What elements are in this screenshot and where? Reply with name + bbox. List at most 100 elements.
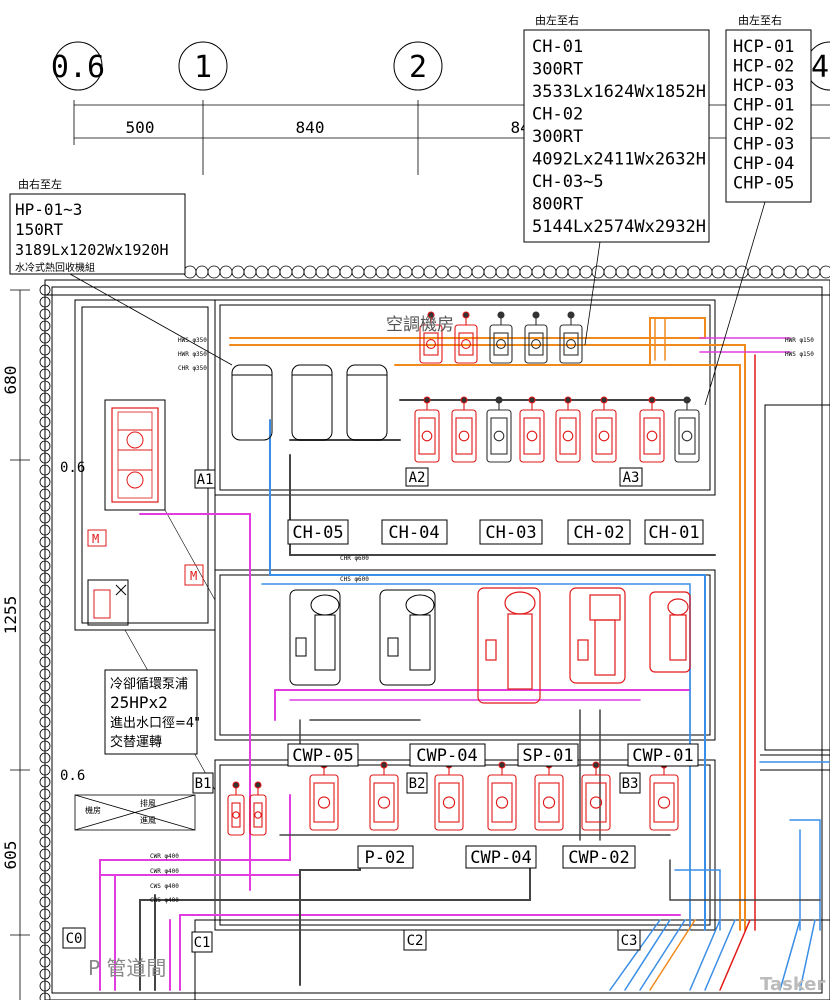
callout-heading: 由右至左 <box>18 177 62 191</box>
pump-unit <box>534 761 564 831</box>
grid-circle-2 <box>393 41 443 91</box>
heatpump-unit <box>346 364 388 441</box>
pump-unit <box>555 396 581 463</box>
scallop <box>675 265 689 279</box>
pump-tag: CWP-02 <box>568 848 629 868</box>
grid-bubbles <box>53 41 830 91</box>
callout-line: 進出水口徑=4" <box>110 716 200 731</box>
dim-label: 840 <box>296 118 325 137</box>
pump-tag: CWP-04 <box>470 848 531 868</box>
callout-chiller <box>523 29 710 346</box>
heatpump-unit <box>291 364 333 441</box>
chilled-water-pumps <box>414 396 700 463</box>
callout-line: 300RT <box>532 127 583 147</box>
scallop <box>699 265 713 279</box>
scallop <box>555 265 569 279</box>
pipe-label: HWS φ150 <box>785 351 814 358</box>
chiller-CH-05 <box>289 589 341 686</box>
zone-label: A2 <box>409 470 426 486</box>
scallop <box>783 265 797 279</box>
callout-line: CHP-02 <box>733 115 794 135</box>
pump-unit <box>649 761 679 831</box>
pipe-label: HWS φ350 <box>178 337 207 344</box>
scallop <box>339 265 353 279</box>
scallop <box>291 265 305 279</box>
scallop <box>219 265 233 279</box>
grid-circle-label: 1 <box>194 50 212 85</box>
scallop <box>303 265 317 279</box>
callout-line: HCP-02 <box>733 57 794 77</box>
scallop <box>723 265 737 279</box>
scallop <box>351 265 365 279</box>
callout-line: CHP-05 <box>733 174 794 194</box>
hot-water-pumps <box>419 311 583 364</box>
callout-line: 3533Lx1624Wx1852H <box>532 82 706 102</box>
pump-unit <box>674 396 700 463</box>
pipe-label: CHS φ600 <box>340 576 369 583</box>
scallop <box>639 265 653 279</box>
heat-recovery-units <box>231 364 388 441</box>
scallop <box>615 265 629 279</box>
callout-line: 5144Lx2574Wx2932H <box>532 217 706 237</box>
scallop <box>531 265 545 279</box>
callout-line: 水冷式熱回收機組 <box>15 261 95 274</box>
scallop <box>267 265 281 279</box>
scallop <box>651 265 665 279</box>
chiller-tag: CH-01 <box>648 523 699 543</box>
grid-circle-1 <box>178 41 228 91</box>
scallop <box>519 265 533 279</box>
callout-line: 25HPx2 <box>110 693 168 712</box>
chillers <box>289 587 691 704</box>
scallop <box>627 265 641 279</box>
callout-line: 3189Lx1202Wx1920H <box>15 241 169 259</box>
pipe-label: CWS φ400 <box>150 883 179 890</box>
motor-marker: M <box>190 569 197 583</box>
pipe-label: HWR φ150 <box>785 337 814 344</box>
pump-unit <box>369 761 399 831</box>
scallop <box>771 265 785 279</box>
callout-line: 800RT <box>532 195 583 215</box>
scallop <box>471 265 485 279</box>
scallop <box>579 265 593 279</box>
callout-line: CHP-04 <box>733 154 794 174</box>
callout-line: 交替運轉 <box>110 734 162 750</box>
scallop <box>195 265 209 279</box>
zone-label: B1 <box>195 776 212 792</box>
scallop <box>243 265 257 279</box>
callout-coolingpump <box>104 669 198 755</box>
heatpump-unit <box>231 364 273 441</box>
scallop <box>423 265 437 279</box>
dim-label: 500 <box>126 118 155 137</box>
pump-unit <box>309 761 339 831</box>
callout-line: CHP-01 <box>733 96 794 116</box>
pump-unit <box>591 396 617 463</box>
scallop <box>483 265 497 279</box>
zone-label: B2 <box>409 776 426 792</box>
grid-circle-label: 2 <box>409 50 427 85</box>
scallop <box>759 265 773 279</box>
callout-line: 150RT <box>15 220 64 239</box>
heat-recovery-room <box>87 399 216 791</box>
legend-label: 進風 <box>140 816 156 825</box>
callout-line: 冷卻循環泵浦 <box>110 677 188 692</box>
callout-line: CH-02 <box>532 105 583 125</box>
chiller-tag: CH-02 <box>573 523 624 543</box>
scallop <box>747 265 761 279</box>
zone-label: C0 <box>66 931 83 947</box>
pump-unit <box>559 311 583 364</box>
chiller-CH-01 <box>649 591 691 673</box>
grid-circle-label: 0.6 <box>51 50 105 85</box>
pump-unit <box>639 396 665 463</box>
vent-legend <box>74 794 196 831</box>
chiller-CH-04 <box>379 589 436 686</box>
callout-line: CH-03~5 <box>532 172 604 192</box>
scallop <box>375 265 389 279</box>
callout-heatpump <box>9 193 233 366</box>
pipe-label: CWR φ400 <box>150 853 179 860</box>
scallop <box>363 265 377 279</box>
pump-unit <box>519 396 545 463</box>
chiller-tag: CH-03 <box>485 523 536 543</box>
chiller-CH-02 <box>569 587 626 684</box>
scallop <box>567 265 581 279</box>
row-mark: 0.6 <box>60 768 85 784</box>
